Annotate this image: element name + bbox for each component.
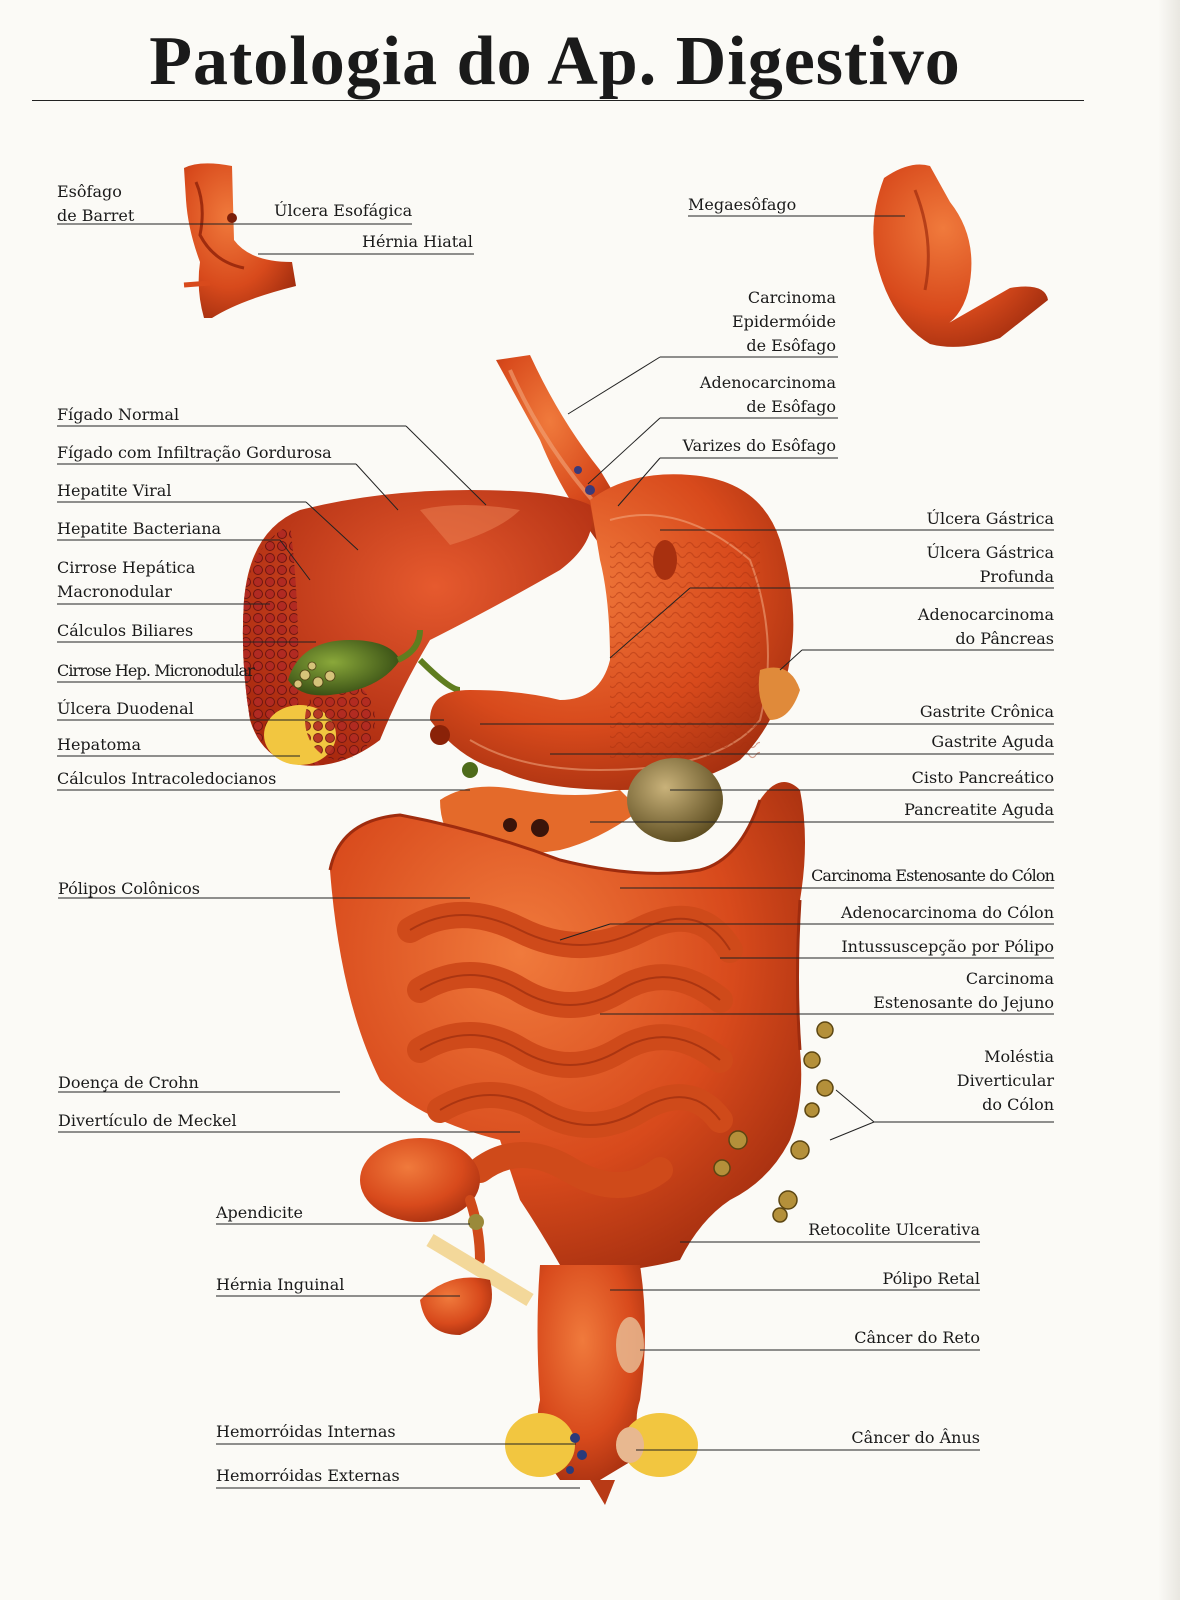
label-varizes-esofago: Varizes do Esôfago [682,436,836,455]
title-rule [32,100,1084,101]
label-adenocarcinoma-pancreas: Adenocarcinoma do Pâncreas [918,603,1054,651]
label-hernia-hiatal: Hérnia Hiatal [362,232,473,251]
anal-region [505,1413,698,1505]
label-line: Estenosante do Jejuno [873,993,1054,1012]
label-diverticulo-meckel: Divertículo de Meckel [58,1111,237,1130]
label-gastrite-cronica: Gastrite Crônica [919,702,1054,721]
label-line: do Pâncreas [955,629,1054,648]
label-hemorroidas-internas: Hemorróidas Internas [216,1422,396,1441]
label-carcinoma-epidermoide: Carcinoma Epidermóide de Esôfago [732,286,836,358]
label-molestia-diverticular: Moléstia Diverticular do Cólon [957,1045,1054,1117]
label-retocolite-ulcerativa: Retocolite Ulcerativa [808,1220,980,1239]
label-apendicite: Apendicite [216,1203,303,1222]
label-hepatoma: Hepatoma [57,735,141,754]
diverticula [713,1021,834,1223]
label-pancreatite-aguda: Pancreatite Aguda [904,800,1054,819]
inguinal-hernia [420,1233,534,1335]
label-figado-infiltracao: Fígado com Infiltração Gordurosa [57,443,332,462]
label-cancer-anus: Câncer do Ânus [851,1428,980,1447]
label-hemorroidas-externas: Hemorróidas Externas [216,1466,400,1485]
label-line: Úlcera Gástrica [926,543,1054,562]
label-line: de Esôfago [746,397,836,416]
label-line: do Cólon [982,1095,1054,1114]
label-polipos-colonicos: Pólipos Colônicos [58,879,201,898]
pancreatic-cyst [627,758,723,842]
cecum [360,1138,485,1265]
label-ulcera-duodenal: Úlcera Duodenal [57,699,194,718]
label-line: Moléstia [984,1047,1054,1066]
leader-lines [57,215,1054,1489]
label-line: Carcinoma [747,288,836,307]
label-doenca-crohn: Doença de Crohn [58,1073,199,1092]
label-line: de Esôfago [746,336,836,355]
label-carcinoma-estenosante-colon: Carcinoma Estenosante do Cólon [811,866,1055,885]
label-carcinoma-jejuno: Carcinoma Estenosante do Jejuno [873,967,1054,1015]
label-figado-normal: Fígado Normal [57,405,180,424]
label-line: Diverticular [956,1071,1054,1090]
page-edge-shadow [1158,0,1180,1600]
label-ulcera-gastrica: Úlcera Gástrica [926,509,1054,528]
label-hernia-inguinal: Hérnia Inguinal [216,1275,345,1294]
label-cisto-pancreatico: Cisto Pancreático [911,768,1054,787]
label-cirrose-macronodular: Cirrose Hepática Macronodular [57,556,195,604]
label-hepatite-viral: Hepatite Viral [57,481,172,500]
page-title: Patologia do Ap. Digestivo [149,23,961,100]
label-line: Profunda [979,567,1054,586]
label-ulcera-esofagica: Úlcera Esofágica [274,201,413,220]
barrett-esophagus-inset [183,163,296,318]
label-line: Adenocarcinoma [917,605,1054,624]
label-cancer-reto: Câncer do Reto [854,1328,980,1347]
label-adenocarcinoma-esofago: Adenocarcinoma de Esôfago [700,371,836,419]
gallbladder [288,629,461,696]
label-line: Adenocarcinoma [699,373,836,392]
label-megaesofago: Megaesôfago [688,195,797,214]
label-line: Esôfago [57,182,122,201]
label-esofago-barret: Esôfago de Barret [57,180,134,228]
label-gastrite-aguda: Gastrite Aguda [931,732,1054,751]
stomach [430,474,794,790]
megaesophagus-inset [873,164,1048,347]
label-hepatite-bacteriana: Hepatite Bacteriana [57,519,222,538]
label-line: Macronodular [57,582,172,601]
label-cirrose-micronodular: Cirrose Hep. Micronodular [57,661,255,680]
label-polipo-retal: Pólipo Retal [882,1269,980,1288]
label-line: Epidermóide [731,312,836,331]
label-line: Carcinoma [965,969,1054,988]
label-calculos-intracoledocianos: Cálculos Intracoledocianos [57,769,277,788]
label-line: de Barret [57,206,135,225]
label-adenocarcinoma-colon: Adenocarcinoma do Cólon [840,903,1054,922]
label-ulcera-gastrica-profunda: Úlcera Gástrica Profunda [926,541,1054,589]
label-calculos-biliares: Cálculos Biliares [57,621,194,640]
label-intussuscepcao-polipo: Intussuscepção por Pólipo [841,937,1054,956]
label-line: Cirrose Hepática [57,558,196,577]
